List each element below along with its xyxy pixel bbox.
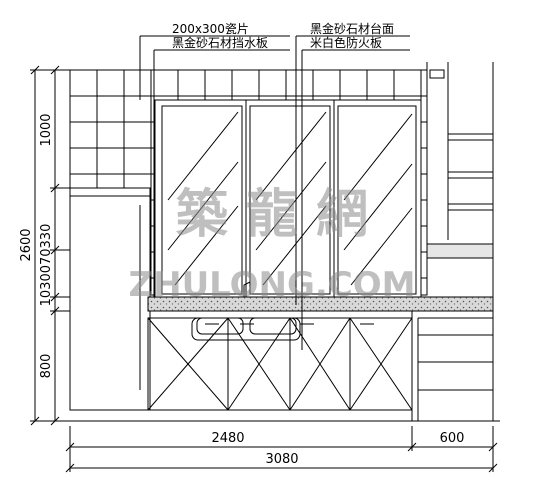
decor-band: [426, 243, 494, 259]
dim-1000: 1000: [39, 113, 54, 146]
watermark-chinese: 築 龍 網: [176, 184, 368, 245]
base-cabinets: [147, 317, 413, 411]
dim-mid-stack: 1030070330: [39, 224, 54, 307]
callout-backsplash: 黑金砂石材挡水板: [172, 35, 268, 50]
refrigerator: [69, 187, 151, 411]
callout-countertop: 黑金砂石材台面: [310, 21, 394, 36]
right-wall-shelving: [426, 62, 494, 421]
callout-leaders: [139, 35, 410, 350]
dim-800: 800: [39, 354, 54, 379]
callout-fireproof-board: 米白色防火板: [310, 35, 382, 50]
window: [154, 99, 422, 299]
watermark-english: ZHULONG.COM: [128, 265, 415, 305]
horizontal-dimensions: [65, 426, 498, 473]
dim-600: 600: [440, 431, 465, 446]
dim-2480: 2480: [211, 431, 244, 446]
dim-3080: 3080: [265, 452, 298, 467]
dim-2600: 2600: [19, 228, 34, 261]
right-drawer-unit: [411, 310, 494, 422]
vertical-dimensions: [30, 65, 70, 426]
callout-tile: 200x300瓷片: [172, 22, 249, 36]
